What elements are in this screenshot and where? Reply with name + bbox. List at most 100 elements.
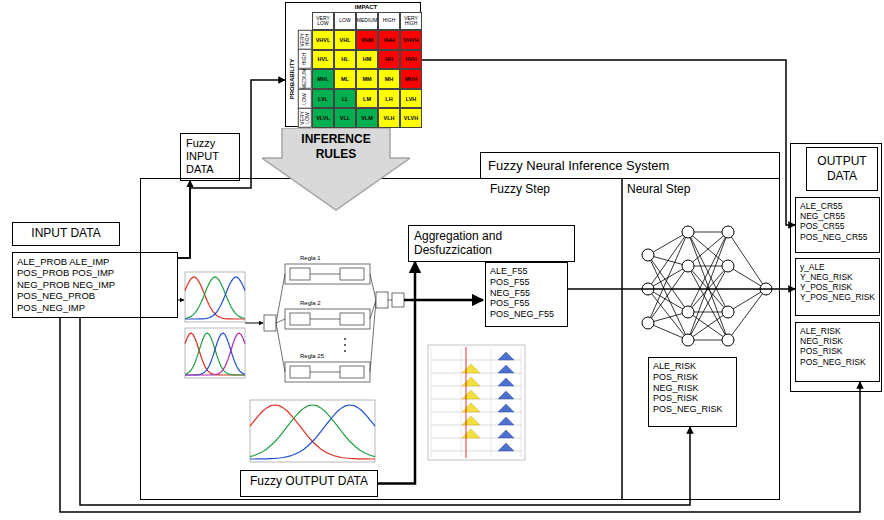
box-label: Fuzzy OUTPUT DATA <box>246 474 372 488</box>
output-membership-curves <box>250 405 375 459</box>
variable-name: POS_NEG_RISK <box>653 404 723 415</box>
variable-name: POS_RISK <box>653 393 698 404</box>
matrix-cell: VHM <box>356 30 378 50</box>
section-header: INPUT DATA <box>12 222 120 246</box>
membership-curve <box>185 277 245 318</box>
variable-name: POS_NEG_IMP <box>17 302 85 313</box>
membership-curve <box>185 333 245 375</box>
viewer-yellow-set <box>462 390 480 399</box>
inference-arrow: INFERENCE RULES <box>262 128 410 212</box>
variable-name: NEG_F55 <box>490 288 530 299</box>
network-link <box>648 232 688 323</box>
variable-list: ALE_RISKPOS_RISKNEG_RISKPOS_RISKPOS_NEG_… <box>648 357 737 427</box>
row-header: LOW <box>298 89 312 109</box>
step-label: Fuzzy Step <box>490 183 550 196</box>
viewer-blue-set <box>498 404 514 412</box>
variable-list: ALE_F55POS_F55NEG_F55POS_F55POS_NEG_F55 <box>485 262 568 327</box>
box-label: INPUT DATA <box>18 226 114 240</box>
viewer-blue-set <box>498 443 514 451</box>
network-link <box>688 232 728 312</box>
rule-viewer-plots <box>431 347 522 458</box>
process-box: Aggregation and Desfuzzication <box>408 225 575 262</box>
matrix-cell: VLM <box>356 108 378 128</box>
membership-curve <box>185 277 245 319</box>
row-header: MEDIUM <box>298 69 312 89</box>
viewer-yellow-set <box>462 429 480 438</box>
output-curve <box>250 405 375 457</box>
neuron <box>642 317 654 329</box>
rule-pipeline <box>264 264 404 382</box>
matrix-cell: LH <box>378 89 400 109</box>
output-curve <box>250 405 375 459</box>
variable-name: POS_RISK <box>653 372 698 383</box>
viewer-column <box>491 348 492 457</box>
viewer-blue-set <box>498 391 514 399</box>
rule-label: Regla 1 <box>300 255 321 262</box>
axis-title: PROBABILITY <box>286 30 298 128</box>
variable-name: POS_F55 <box>490 298 530 309</box>
neural-network <box>642 226 772 346</box>
rule-block <box>290 268 310 280</box>
variable-name: Y_POS_NEG_RISK <box>800 292 875 302</box>
section-header: Fuzzy INPUT DATA <box>180 133 240 181</box>
membership-curve <box>185 333 245 375</box>
variable-name: POS_F55 <box>490 277 530 288</box>
viewer-blue-set <box>498 352 514 360</box>
membership-plot <box>185 272 245 322</box>
connector <box>178 80 285 258</box>
axis-title: IMPACT <box>312 3 420 12</box>
viewer-column <box>431 348 432 457</box>
matrix-cell: VLVH <box>400 108 422 128</box>
connector <box>421 60 795 225</box>
viewer-yellow-set <box>462 416 480 425</box>
matrix-cell: HM <box>356 50 378 70</box>
membership-curve <box>185 277 245 319</box>
matrix-cell: MM <box>356 69 378 89</box>
arrow-label: INFERENCE RULES <box>282 132 390 162</box>
neuron <box>722 260 734 272</box>
viewer-blue-set <box>498 430 514 438</box>
rule-wire <box>388 300 392 301</box>
variable-name: POS_PROB POS_IMP <box>17 267 114 278</box>
rule-wire <box>310 274 340 275</box>
variable-name: ALE_PROB ALE_IMP <box>17 256 109 267</box>
neuron <box>722 306 734 318</box>
neuron <box>722 226 734 238</box>
variable-list: y_ALEY_NEG_RISKY_POS_RISKY_POS_NEG_RISK <box>795 258 880 316</box>
matrix-cell: VHVL <box>312 30 334 50</box>
system-frame: Fuzzy Neural Inference SystemAggregation… <box>140 178 780 500</box>
matrix-cell: LVH <box>400 89 422 109</box>
output-curve <box>250 405 375 459</box>
matrix-cell: HH <box>378 50 400 70</box>
rule-block <box>340 268 364 280</box>
membership-plot <box>185 328 245 378</box>
network-link <box>648 232 688 289</box>
network-link <box>688 232 728 340</box>
viewer-yellow-set <box>462 364 480 373</box>
rule-wire <box>370 274 376 300</box>
rule-label: Regla 25 <box>300 353 324 360</box>
variable-list: ALE_CR55NEG_CR55POS_CR55POS_NEG_CR55 <box>795 197 880 253</box>
ellipsis-dot <box>344 338 346 340</box>
variable-name: ALE_F55 <box>490 266 528 277</box>
box-label: Fuzzy INPUT DATA <box>186 137 234 177</box>
matrix-cell: LM <box>356 89 378 109</box>
rule-wire <box>276 323 285 372</box>
rule-label: Regla 2 <box>300 300 321 307</box>
viewer-cursor <box>466 347 467 458</box>
viewer-column <box>521 348 522 457</box>
network-link <box>688 312 728 340</box>
neuron <box>682 334 694 346</box>
variable-name: NEG_CR55 <box>800 211 845 221</box>
matrix-cell: HVH <box>400 50 422 70</box>
column-header: VERY LOW <box>312 12 334 30</box>
matrix-cell: VLVL <box>312 108 334 128</box>
viewer-blue-set <box>498 417 514 425</box>
variable-name: POS_CR55 <box>800 221 844 231</box>
network-link <box>688 232 728 340</box>
network-link <box>688 312 728 340</box>
network-link <box>688 232 728 312</box>
defuzzification-block <box>392 293 404 307</box>
rule-wire <box>276 319 285 323</box>
network-link <box>728 232 766 289</box>
